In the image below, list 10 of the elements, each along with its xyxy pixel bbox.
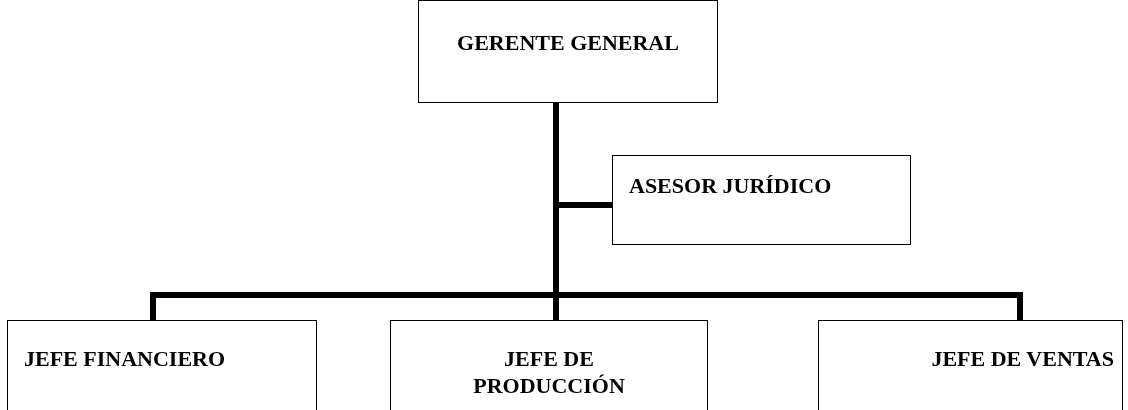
position-title: JEFE DE PRODUCCIÓN [472, 345, 626, 400]
position-box [818, 320, 1123, 410]
position-box [612, 155, 911, 245]
position-title: GERENTE GENERAL [457, 29, 679, 57]
position-title: JEFE FINANCIERO [24, 345, 226, 373]
position-title: JEFE DE VENTAS [931, 345, 1114, 373]
position-title: ASESOR JURÍDICO [629, 172, 832, 200]
position-box [390, 320, 708, 410]
position-box [7, 320, 317, 410]
position-box [418, 0, 718, 103]
